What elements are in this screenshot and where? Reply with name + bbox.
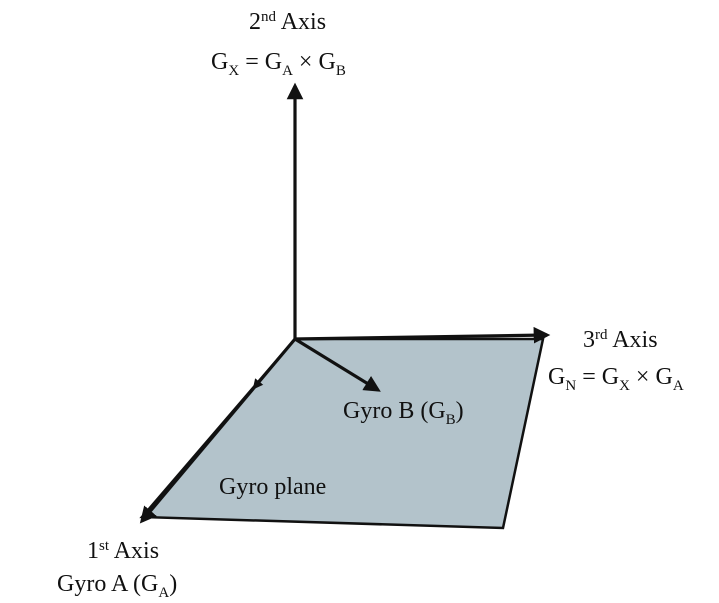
gyro-b-arrow [294,337,381,392]
third-axis-arrow [294,326,551,344]
third-axis-equation: GN = GX × GA [548,364,684,394]
gyro-plane-surface [139,337,545,530]
first-axis-mid-arrowhead [252,377,264,390]
first-axis-title: 1st Axis [87,538,159,564]
second-axis-title: 2nd Axis [249,9,326,35]
second-axis-equation: GX = GA × GB [211,49,346,79]
third-axis-title: 3rd Axis [583,327,658,353]
gyro-b-label: Gyro B (GB) [343,398,464,428]
first-axis-arrow [139,337,297,524]
first-axis-gyro-a-label: Gyro A (GA) [57,571,177,601]
gyro-plane-label: Gyro plane [219,474,326,500]
